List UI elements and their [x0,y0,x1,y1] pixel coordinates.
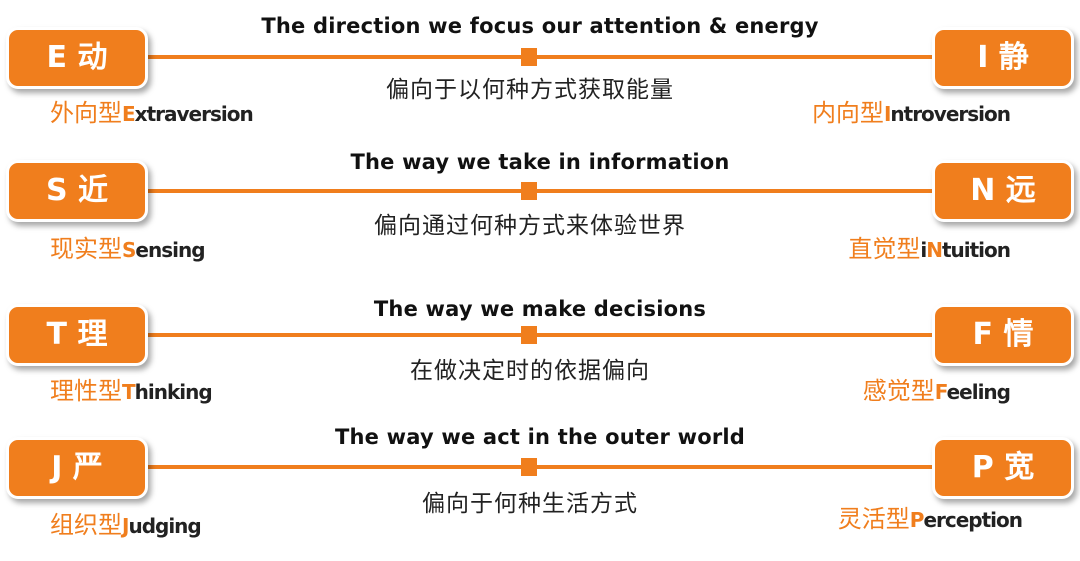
type-label-initial: F [934,380,948,404]
type-label-en: udging [128,514,201,538]
type-label-cn: 理性型 [50,377,122,405]
type-label-cn: 直觉型 [848,235,921,263]
type-label-initial: I [883,102,892,126]
type-label-cn: 外向型 [50,99,122,127]
badge-extraversion: E 动 [6,27,148,89]
badge-judging: J 严 [6,437,148,499]
type-label-judging: 组织型Judging [50,505,202,540]
type-label-initial: E [122,102,136,126]
axis-midpoint-marker [521,458,537,476]
type-label-cn: 感觉型 [862,377,935,405]
badge-introversion: I 静 [932,27,1074,89]
type-label-en: erception [923,508,1023,532]
type-label-en: xtraversion [134,102,254,126]
dimension-title-cn: 偏向于何种生活方式 [422,491,638,517]
type-label-initial: N [926,238,943,262]
type-label-en: ntroversion [890,102,1011,126]
axis-line [120,333,960,337]
axis-midpoint-marker [521,326,537,344]
axis-midpoint-marker [521,182,537,200]
type-label-feeling: 感觉型Feeling [862,371,1011,406]
type-label-en: tuition [941,238,1011,262]
type-label-initial: S [122,238,136,262]
type-label-initial: J [122,514,130,538]
type-label-initial: T [122,380,136,404]
type-label-cn: 现实型 [50,235,122,263]
badge-sensing: S 近 [6,160,148,222]
dimension-title-en: The way we make decisions [373,297,707,321]
badge-perception: P 宽 [932,437,1074,499]
type-label-thinking: 理性型Thinking [50,371,213,406]
axis-line [120,55,960,59]
badge-intuition: N 远 [932,160,1074,222]
type-label-introversion: 内向型Introversion [811,93,1011,128]
type-label-intuition: 直觉型iNtuition [848,229,1011,264]
axis-midpoint-marker [521,48,537,66]
type-label-perception: 灵活型Perception [837,499,1023,534]
dimension-title-en: The direction we focus our attention & e… [261,14,819,38]
dimension-title-en: The way we take in information [350,150,730,174]
badge-feeling: F 情 [932,304,1074,366]
axis-line [120,189,960,193]
axis-line [120,465,960,469]
type-label-cn: 内向型 [811,99,884,127]
dimension-title-en: The way we act in the outer world [334,425,746,449]
type-label-sensing: 现实型Sensing [50,229,206,264]
type-label-extraversion: 外向型Extraversion [50,93,254,128]
dimension-title-cn: 在做决定时的依据偏向 [410,358,650,384]
type-label-initial: P [909,508,925,532]
dimension-tf: The way we make decisions 在做决定时的依据偏向 T 理… [0,0,1080,405]
type-label-en: ensing [135,238,205,262]
dimension-sn: The way we take in information 偏向通过何种方式来… [0,0,1080,263]
badge-thinking: T 理 [6,304,148,366]
type-label-cn: 灵活型 [837,505,910,533]
dimension-jp: The way we act in the outer world 偏向于何种生… [0,0,1080,539]
dimension-title-cn: 偏向于以何种方式获取能量 [386,77,674,103]
type-label-prefix: i [920,238,927,262]
dimension-title-cn: 偏向通过何种方式来体验世界 [374,213,686,239]
type-label-en: hinking [134,380,213,404]
type-label-en: eeling [946,380,1011,404]
type-label-cn: 组织型 [50,511,122,539]
dimension-ei: The direction we focus our attention & e… [0,0,1080,140]
